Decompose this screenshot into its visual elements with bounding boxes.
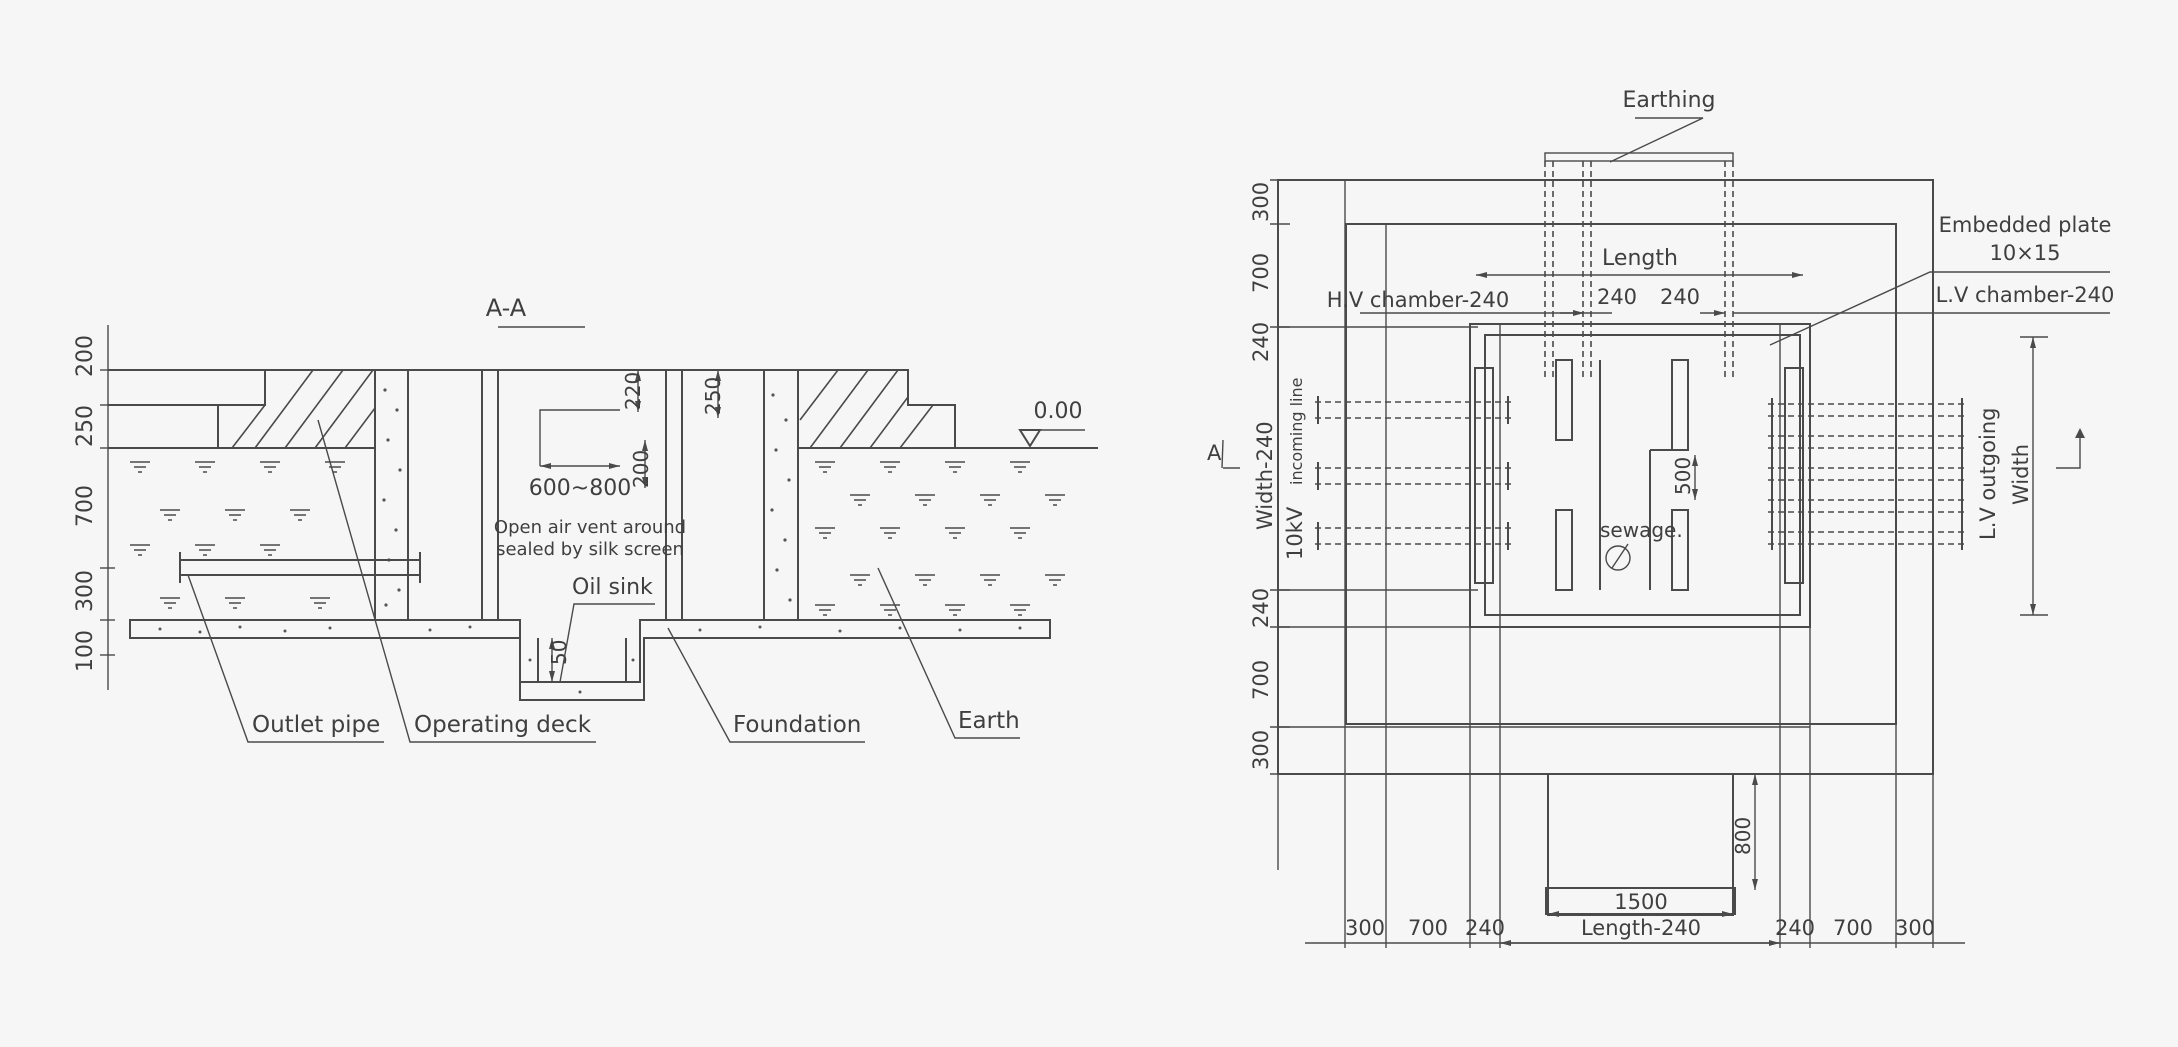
vent-note-line1: Open air vent around — [494, 517, 686, 538]
incoming-cables — [1315, 396, 1512, 550]
plan-view: sewage. — [1207, 88, 2114, 948]
lv-chamber-label: L.V chamber-240 — [1936, 283, 2115, 307]
level-marker: 0.00 — [1018, 399, 1098, 449]
dim-200: 200 — [73, 335, 98, 377]
oil-sink-label: Oil sink — [572, 575, 653, 600]
earth-hatch-right — [797, 369, 956, 449]
length-label: Length — [1602, 246, 1678, 271]
lv-outgoing-label: L.V outgoing — [1976, 408, 2000, 540]
dim-300: 300 — [73, 570, 98, 612]
plan-dim-bottom-700-right: 700 — [1833, 916, 1873, 940]
dim-240-a: 240 — [1597, 285, 1637, 309]
width-label: Width — [2009, 444, 2033, 505]
plan-dim-left-700-bottom: 700 — [1249, 660, 1273, 700]
dim-700: 700 — [73, 485, 98, 527]
earthing-frame — [1544, 152, 1734, 380]
incoming-line-label: incoming line — [1287, 378, 1306, 485]
level-label: 0.00 — [1034, 399, 1083, 424]
sewage-label: sewage. — [1600, 518, 1683, 542]
plan-dim-left-300-bottom: 300 — [1249, 730, 1273, 770]
operating-deck-label: Operating deck — [414, 712, 592, 738]
plan-dim-bottom-240-right: 240 — [1775, 916, 1815, 940]
earthing-label: Earthing — [1622, 88, 1715, 113]
plan-dim-left-240-top: 240 — [1249, 322, 1273, 362]
foundation-label: Foundation — [733, 712, 861, 738]
plan-dim-bottom-240-left: 240 — [1465, 916, 1505, 940]
plate-size-label: 10×15 — [1989, 241, 2060, 265]
plan-left-dims: 300 700 240 240 700 300 — [1249, 179, 1290, 870]
dim-250-inner: 250 — [701, 377, 725, 415]
length-240-label: Length-240 — [1581, 916, 1701, 940]
earth-label: Earth — [958, 708, 1020, 734]
plan-bottom-dims: 300 700 240 Length-240 240 700 300 — [1305, 916, 1965, 946]
section-marker-right — [2056, 428, 2085, 469]
foundation-slab — [129, 619, 1051, 701]
section-labels: Oil sink Outlet pipe Operating deck Foun… — [187, 419, 1020, 743]
dim-100: 100 — [73, 630, 98, 672]
section-title: A-A — [486, 294, 527, 322]
plan-dim-left-300-top: 300 — [1249, 182, 1273, 222]
plan-dim-bottom-300-right: 300 — [1895, 916, 1935, 940]
dim-800: 800 — [1731, 817, 1755, 855]
outlet-pipe-label: Outlet pipe — [252, 712, 380, 738]
10kv-label: 10kV — [1283, 506, 1307, 560]
plan-dim-left-700-top: 700 — [1249, 253, 1273, 293]
vent-note-line2: sealed by silk screen — [496, 539, 684, 560]
dim-250: 250 — [73, 405, 98, 447]
dim-1500: 1500 — [1614, 890, 1667, 914]
outgoing-cables — [1768, 398, 1966, 550]
section-view-a-a: A-A — [73, 294, 1098, 743]
plan-dim-bottom-700-left: 700 — [1408, 916, 1448, 940]
outlet-pipe — [179, 552, 421, 583]
section-marker-a: A — [1207, 441, 1222, 465]
plan-dim-bottom-300-left: 300 — [1345, 916, 1385, 940]
section-left-dims: 200 250 700 300 100 — [73, 325, 115, 690]
dim-200-inner: 200 — [629, 450, 653, 488]
dim-500: 500 — [1671, 457, 1695, 495]
section-marker-left: A — [1207, 439, 1240, 469]
plan-dim-left-240-bottom: 240 — [1249, 588, 1273, 628]
operating-deck-hatch — [217, 369, 376, 449]
dim-240-b: 240 — [1660, 285, 1700, 309]
hv-chamber-label: H.V chamber-240 — [1327, 288, 1510, 312]
embedded-plate-label: Embedded plate — [1939, 213, 2112, 237]
dim-600-800: 600~800 — [529, 476, 631, 501]
width-240-label: Width-240 — [1253, 421, 1277, 530]
earth-symbols — [130, 461, 1065, 616]
chamber-dims: 220 250 200 600~800 Open air vent around… — [494, 370, 725, 682]
dim-220: 220 — [621, 372, 645, 410]
